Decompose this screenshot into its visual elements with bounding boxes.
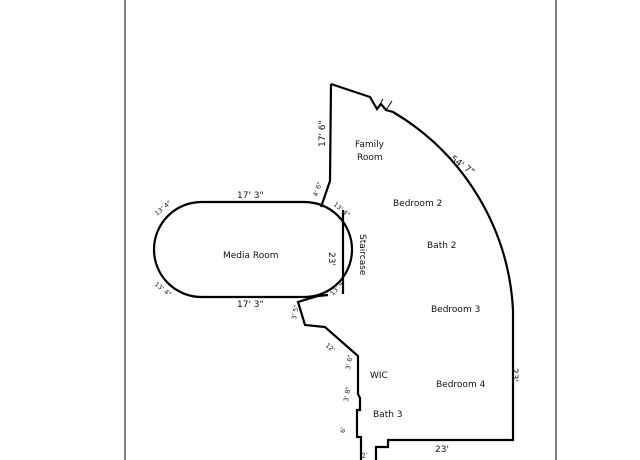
bath-2-label: Bath 2 xyxy=(427,241,457,251)
family-room-label-line2: Room xyxy=(357,153,383,163)
stair-lower-dimension: 13' 4" xyxy=(328,277,347,297)
south-wall-dimension: 23' xyxy=(435,445,449,455)
media-room-label: Media Room xyxy=(223,251,279,261)
bedroom-4-label: Bedroom 4 xyxy=(436,380,486,390)
bedroom-3-label: Bedroom 3 xyxy=(431,305,480,315)
east-wall-dimension: 23' xyxy=(509,368,519,382)
media-sw-dimension: 13' 4" xyxy=(153,280,173,298)
family-west-wall-dimension: 17' 6" xyxy=(318,120,328,147)
bedroom-2-label: Bedroom 2 xyxy=(393,199,442,209)
wic-label: WIC xyxy=(370,371,388,381)
media-bottom-dimension: 17' 3" xyxy=(237,300,264,310)
bath3-jog-dimension: 3' 8" xyxy=(342,386,353,402)
media-top-dimension: 17' 3" xyxy=(237,191,264,201)
bath3-west-dimension: 6' xyxy=(339,427,347,433)
jog-lower-dimension: 3' 5" xyxy=(290,304,301,320)
bath-3-label: Bath 3 xyxy=(373,410,403,420)
stair-upper-dimension: 13' 4" xyxy=(332,200,352,219)
outer-wall xyxy=(296,82,515,460)
diag-wall-dimension: 12' xyxy=(324,341,337,354)
jog-upper-dimension: 4' 6" xyxy=(311,181,324,198)
family-room-label-line1: Family xyxy=(355,140,385,150)
media-room-outline xyxy=(152,200,354,299)
media-east-dimension: 23' xyxy=(326,252,336,266)
wic-west-dimension: 3' 6" xyxy=(344,354,355,370)
south-notch-dimension: 2' xyxy=(361,451,368,460)
door-swing xyxy=(376,98,393,111)
staircase-label: Staircase xyxy=(357,234,367,276)
